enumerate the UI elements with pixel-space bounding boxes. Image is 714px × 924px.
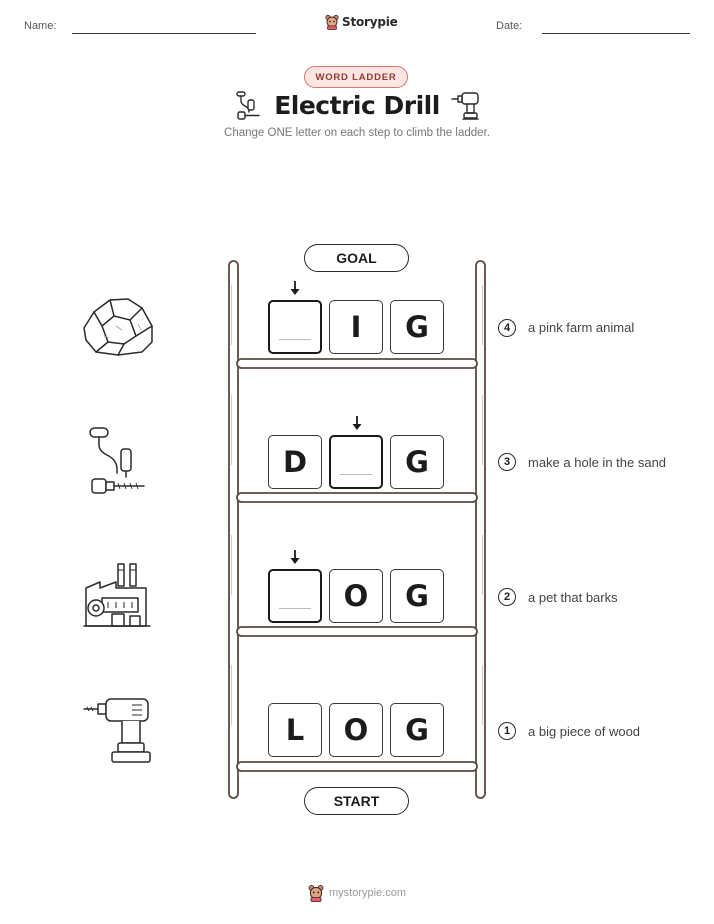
goal-label: GOAL xyxy=(304,244,409,272)
page-title: Electric Drill xyxy=(274,91,440,120)
name-label: Name: xyxy=(24,20,57,32)
clue-text: a big piece of wood xyxy=(528,724,641,739)
arrow-down-icon xyxy=(290,550,300,564)
step-number: 3 xyxy=(498,453,516,471)
letter-box: G xyxy=(390,435,444,489)
footer-site[interactable]: mystorypie.com xyxy=(329,887,407,899)
letter-box: G xyxy=(390,703,444,757)
letter-box: D xyxy=(268,435,322,489)
clue-text: a pink farm animal xyxy=(528,320,635,335)
hand-drill-icon xyxy=(89,427,145,494)
step-number: 2 xyxy=(498,588,516,606)
date-field[interactable] xyxy=(542,33,690,34)
step-number: 1 xyxy=(498,722,516,740)
letter-box-blank[interactable] xyxy=(268,569,322,623)
letter-box: G xyxy=(390,569,444,623)
bear-mascot-icon xyxy=(308,885,324,902)
ladder-right-rail xyxy=(475,260,486,799)
ladder-left-rail xyxy=(228,260,239,799)
letter-box: L xyxy=(268,703,322,757)
bear-mascot-icon xyxy=(325,14,339,30)
step-number: 4 xyxy=(498,319,516,337)
letter-box-blank[interactable] xyxy=(268,300,322,354)
instructions: Change ONE letter on each step to climb … xyxy=(224,127,490,139)
ladder xyxy=(228,260,486,799)
word-ladder-badge: WORD LADDER xyxy=(304,66,408,88)
letter-box-blank[interactable] xyxy=(329,435,383,489)
ladder-rung-1 xyxy=(236,761,478,772)
electric-drill-icon xyxy=(451,92,479,120)
letter-box: O xyxy=(329,569,383,623)
ladder-rung-3 xyxy=(236,492,478,503)
arrow-down-icon xyxy=(352,416,362,430)
footer: mystorypie.com xyxy=(308,884,406,902)
brand-logo: Storypie xyxy=(325,14,398,30)
electric-drill-icon xyxy=(83,698,151,763)
clue-text: make a hole in the sand xyxy=(528,455,667,470)
brand-name: Storypie xyxy=(342,15,398,29)
arrow-down-icon xyxy=(290,281,300,295)
name-field[interactable] xyxy=(72,33,256,34)
hand-drill-icon xyxy=(236,91,260,120)
letter-box: O xyxy=(329,703,383,757)
ladder-rung-2 xyxy=(236,626,478,637)
clue-text: a pet that barks xyxy=(528,590,618,605)
start-label: START xyxy=(304,787,409,815)
date-label: Date: xyxy=(496,20,523,32)
rock-icon xyxy=(83,298,153,356)
ladder-rung-4 xyxy=(236,358,478,369)
factory-icon xyxy=(83,563,151,627)
letter-box: G xyxy=(390,300,444,354)
letter-box: I xyxy=(329,300,383,354)
